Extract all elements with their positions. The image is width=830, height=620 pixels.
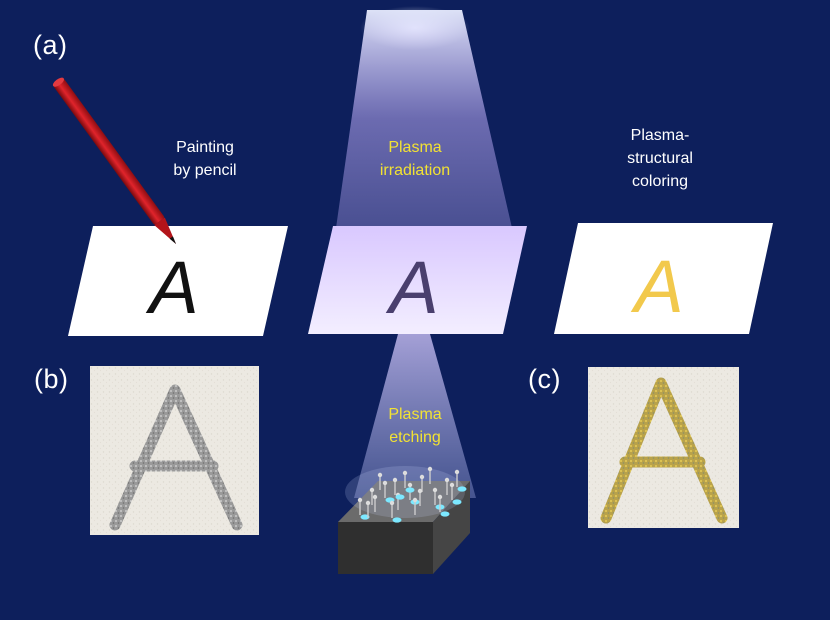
- nanopillar-tip: [392, 477, 398, 483]
- photo-pencil-sample: [90, 366, 259, 535]
- caption-painting: Painting by pencil: [173, 139, 237, 179]
- nanopillar-tip: [407, 482, 413, 488]
- sheet-irradiated: [308, 226, 527, 334]
- plasma-beam: [336, 10, 512, 228]
- nanopillar-tip: [437, 494, 443, 500]
- panel-label-c: (c): [528, 364, 561, 394]
- nanopillar-tip: [444, 477, 450, 483]
- droplet: [452, 499, 462, 505]
- nanopillar-tip: [419, 474, 425, 480]
- droplet: [440, 511, 450, 517]
- nanopillar-tip: [382, 480, 388, 486]
- panel-label-a: (a): [33, 30, 68, 60]
- etched-substrate: [338, 466, 470, 574]
- droplet: [360, 514, 370, 520]
- nanopillar-tip: [432, 487, 438, 493]
- nanopillar-tip: [377, 472, 383, 478]
- droplet: [392, 517, 402, 523]
- nanopillar-tip: [389, 500, 395, 506]
- droplet: [395, 494, 405, 500]
- nanopillar-tip: [372, 494, 378, 500]
- nanopillar-tip: [402, 470, 408, 476]
- caption-coloring: Plasma- structural coloring: [627, 127, 693, 190]
- nanopillar-tip: [369, 487, 375, 493]
- nanopillar-tip: [454, 469, 460, 475]
- pencil-icon: [52, 77, 176, 244]
- etching-beam: [354, 334, 476, 498]
- nanopillar-tip: [449, 482, 455, 488]
- sheet-letter-colored: A: [630, 245, 683, 328]
- caption-etching: Plasma etching: [388, 406, 442, 446]
- nanopillar-tip: [417, 488, 423, 494]
- nanopillar-tip: [427, 466, 433, 472]
- photo-colored-sample: [588, 367, 739, 528]
- sheet-letter-irradiated: A: [385, 246, 438, 329]
- sheet-letter-pencil: A: [145, 246, 198, 329]
- nanopillar-tip: [357, 497, 363, 503]
- panel-label-b: (b): [34, 364, 69, 394]
- sheet-pencil: [68, 226, 288, 336]
- sheet-colored: [554, 223, 773, 334]
- droplet: [405, 487, 415, 493]
- caption-irradiation: Plasma irradiation: [379, 139, 451, 179]
- nanopillar-tip: [412, 497, 418, 503]
- droplet: [457, 486, 467, 492]
- nanopillar-tip: [365, 500, 371, 506]
